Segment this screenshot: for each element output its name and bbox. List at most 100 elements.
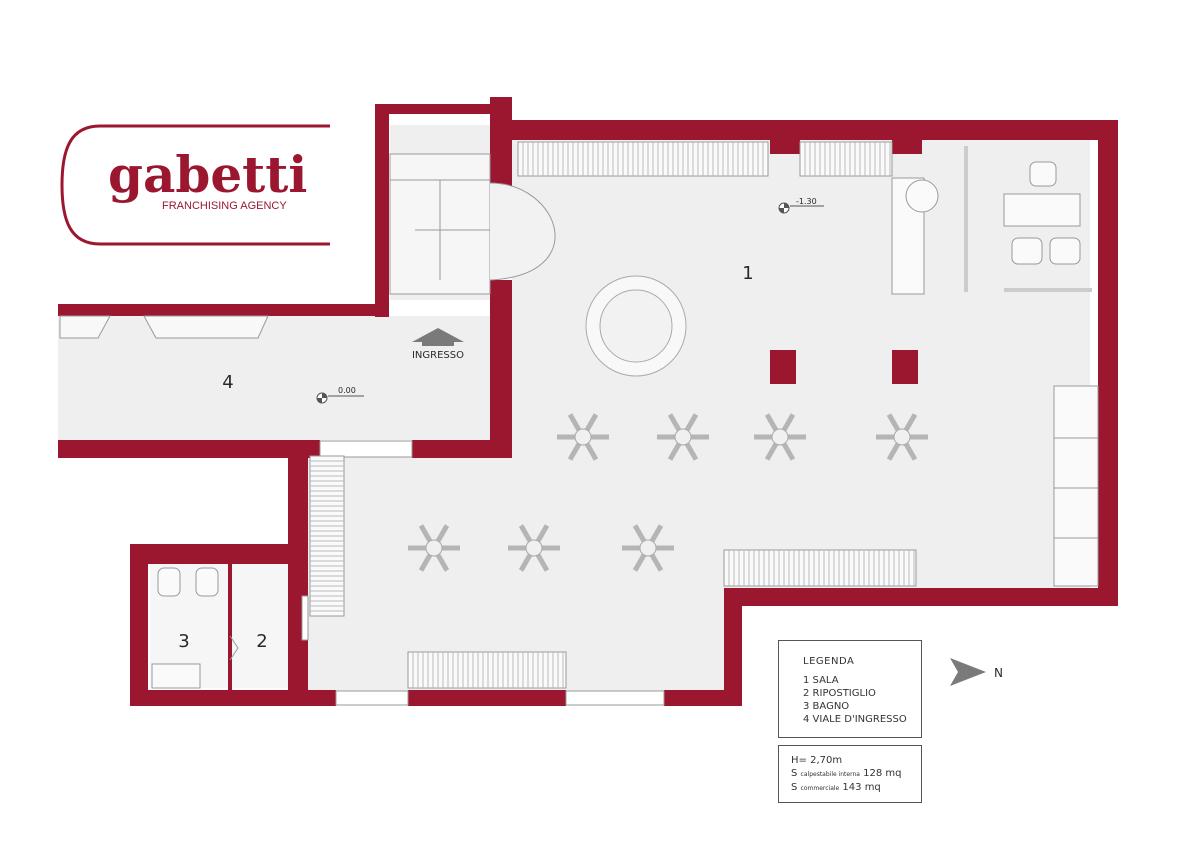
planter-a: [59, 315, 111, 339]
round-display: [585, 275, 687, 377]
pillar-a: [770, 350, 796, 384]
floor-viale: [58, 316, 490, 440]
wall-hall-right: [490, 280, 512, 458]
table-top: [639, 539, 657, 557]
office-partition: [964, 146, 968, 292]
logo-tagline: FRANCHISING AGENCY: [162, 200, 287, 212]
surface-commercial: S commerciale 143 mq: [791, 781, 915, 795]
wall-viale-top: [58, 304, 389, 316]
surface-internal: S calpestabile interna 128 mq: [791, 767, 915, 781]
stair: [389, 153, 556, 295]
wall-top-step: [490, 97, 512, 187]
wall-right-bottom: [724, 588, 1118, 606]
wall-right-lower: [724, 588, 742, 706]
logo: gabetti FRANCHISING AGENCY: [60, 124, 330, 246]
surface-commercial-sub: commerciale: [800, 785, 840, 792]
logo-brand: gabetti: [108, 145, 307, 204]
planters: [59, 315, 269, 339]
dining-set: [622, 524, 674, 572]
wall-viale-bottom: [58, 440, 320, 458]
wall-right: [1098, 120, 1118, 606]
wall-notch-b: [892, 138, 922, 154]
table-top: [674, 428, 692, 446]
height-value: H= 2,70m: [791, 755, 843, 766]
table-top: [574, 428, 592, 446]
bench-top-b: [799, 141, 893, 177]
level-marker-2: 0.00: [316, 386, 364, 404]
wall-viale-bottom-r: [412, 440, 512, 458]
north-arrow: N: [950, 658, 1003, 686]
svg-text:0.00: 0.00: [338, 386, 356, 395]
legend-title: LEGENDA: [803, 656, 855, 667]
wall-bottom-mid: [408, 690, 566, 706]
surface-internal-prefix: S: [791, 768, 798, 779]
office-shelf: [1004, 288, 1092, 292]
legend-box: LEGENDA 1 SALA 2 RIPOSTIGLIO 3 BAGNO 4 V…: [778, 640, 922, 738]
window-viale: [319, 440, 413, 458]
surface-commercial-prefix: S: [791, 782, 798, 793]
legend-item-1: 1 SALA: [803, 675, 839, 686]
wall-top-main: [490, 120, 1118, 140]
lockers: [1053, 385, 1099, 587]
door-swing: [229, 635, 239, 661]
dining-set: [408, 524, 460, 572]
wall-wc-divider: [228, 564, 232, 690]
window-bottom-a: [335, 690, 409, 706]
wall-stair-top: [375, 104, 490, 114]
planter-b: [143, 315, 269, 339]
ripostiglio-door: [301, 595, 309, 641]
level-marker-1: -1.30: [778, 197, 824, 214]
sink: [151, 663, 201, 689]
entrance: INGRESSO: [412, 328, 464, 361]
surface-internal-value: 128 mq: [863, 768, 902, 779]
entrance-label: INGRESSO: [412, 350, 464, 361]
wall-bottom-right: [664, 690, 742, 706]
surface-commercial-value: 143 mq: [842, 782, 881, 793]
dining-set: [557, 413, 609, 461]
stair-arc: [489, 182, 556, 281]
wall-corridor-left: [288, 455, 308, 690]
wall-notch-a: [770, 138, 800, 154]
table-top: [771, 428, 789, 446]
dining-sets: [408, 413, 928, 572]
dining-set: [876, 413, 928, 461]
table-top: [525, 539, 543, 557]
window-bottom-b: [565, 690, 665, 706]
info-box: H= 2,70m S calpestabile interna 128 mq S…: [778, 745, 922, 803]
toilet-a: [157, 567, 181, 597]
wall-bottom-left: [130, 690, 336, 706]
wc-fixtures: [151, 567, 309, 689]
surface-internal-sub: calpestabile interna: [800, 771, 860, 778]
hatch-lines: [310, 142, 915, 688]
room-label-1: 1: [742, 263, 753, 284]
walls: [58, 97, 1118, 706]
legend-item-3: 3 BAGNO: [803, 701, 850, 712]
toilet-b: [195, 567, 219, 597]
office-desk: [1003, 193, 1081, 227]
logo-frame: [60, 124, 330, 246]
reception-chair: [905, 179, 939, 213]
room-label-3: 3: [178, 631, 189, 652]
wall-left-lower: [130, 544, 148, 706]
office-furniture: [891, 146, 1092, 295]
pillar-b: [892, 350, 918, 384]
office-chair-a: [1029, 161, 1057, 187]
floors: [58, 125, 1090, 691]
north-arrow-icon: [950, 658, 986, 686]
dining-set: [754, 413, 806, 461]
entrance-arrow-icon: [412, 328, 464, 346]
table-top: [893, 428, 911, 446]
wall-wc-top: [130, 544, 308, 564]
legend-item-4: 4 VIALE D'INGRESSO: [803, 714, 907, 725]
bench-right: [723, 549, 917, 587]
room-label-4: 4: [222, 372, 233, 393]
wall-stair-left: [375, 104, 389, 317]
legend-item-2: 2 RIPOSTIGLIO: [803, 688, 876, 699]
dining-set: [657, 413, 709, 461]
office-chair-b: [1011, 237, 1043, 265]
table-top: [425, 539, 443, 557]
windows: [319, 440, 665, 706]
north-label: N: [994, 666, 1003, 680]
svg-text:-1.30: -1.30: [796, 197, 817, 206]
